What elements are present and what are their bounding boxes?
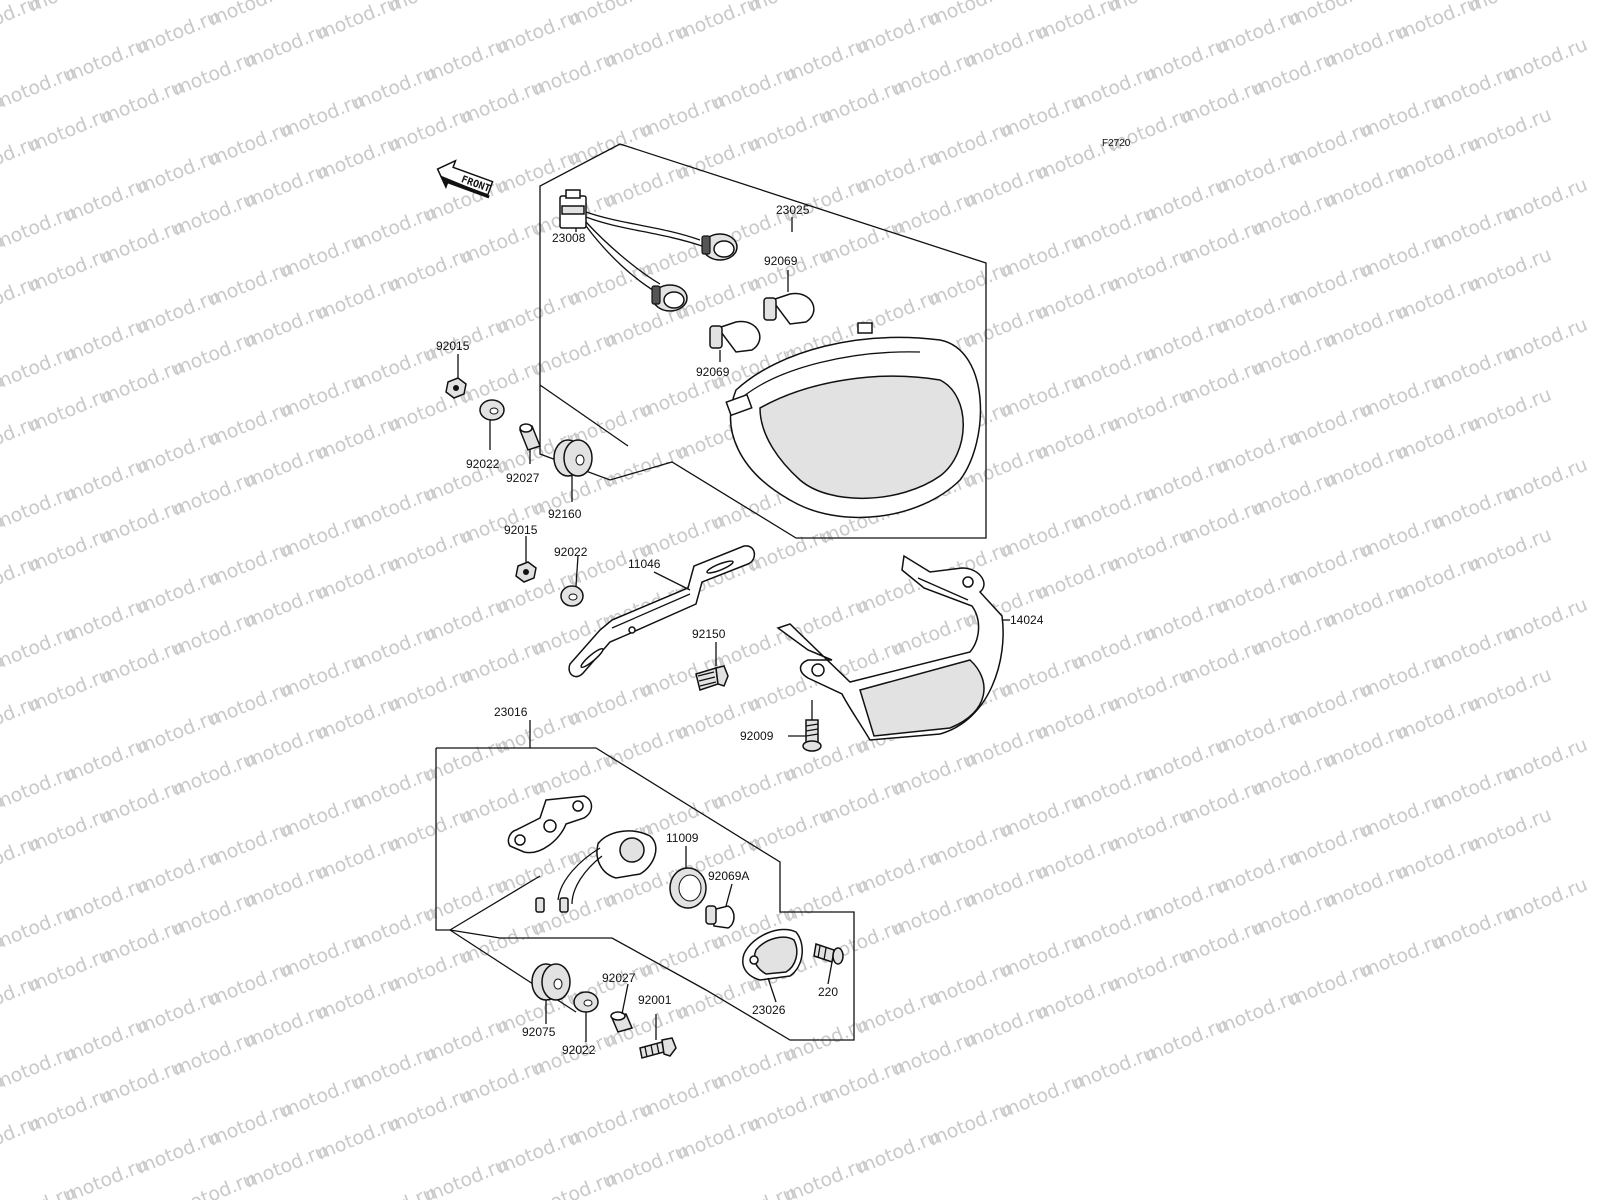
watermark-text: motod.ru [1502,594,1591,647]
diagram-code: F2720 [1102,138,1131,149]
watermark-text: motod.ru [1502,874,1591,927]
watermark-text: motod.ru [26,0,115,17]
bolt-92001 [639,1037,677,1059]
lamp-bracket [507,795,593,854]
front-arrow-icon: FRONT [436,159,494,199]
watermark-text: motod.ru [1502,454,1591,507]
label-92150: 92150 [692,627,726,641]
washer-92022-top [479,399,505,421]
watermark-text: motod.ru [278,0,367,3]
label-23008: 23008 [552,231,586,245]
grommet-92075 [531,963,571,1001]
label-92027-bottom: 92027 [602,971,636,985]
label-92022-top: 92022 [466,457,500,471]
label-92069-upper: 92069 [764,254,798,268]
label-23025: 23025 [776,203,810,217]
assembly-23025-outline [539,143,987,539]
watermark-text: motod.ru [1358,0,1447,3]
watermark-text: motod.ru [1502,174,1591,227]
label-92009: 92009 [740,729,774,743]
collar-92027-top [519,423,541,451]
label-92022-bottom: 92022 [562,1043,596,1057]
label-92015-mid: 92015 [504,523,538,537]
lamp-socket [535,830,657,913]
label-92015-top: 92015 [436,339,470,353]
label-14024: 14024 [1010,613,1044,627]
watermark-text: motod.ru [1466,244,1555,297]
label-23016: 23016 [494,705,528,719]
seal-11009 [669,867,707,909]
watermark-text: motod.ru [1466,104,1555,157]
watermark-text: motod.ru [1106,0,1195,17]
bolt-92150 [695,665,729,691]
watermark-text: motod.ru [746,0,835,17]
lamp-cover-23026 [742,928,803,981]
label-92027-top: 92027 [506,471,540,485]
bulb-92069A [705,905,735,929]
watermark-text: motod.ru [386,0,475,17]
label-92069-lower: 92069 [696,365,730,379]
watermark-text: motod.ru [566,0,655,31]
watermark-text: motod.ru [1502,734,1591,787]
nut-92015-top [445,377,467,399]
label-92160: 92160 [548,507,582,521]
bracket-11046 [568,545,756,678]
label-92022-mid: 92022 [554,545,588,559]
watermark-text: motod.ru [1286,0,1375,31]
label-11009: 11009 [666,831,699,845]
label-92001: 92001 [638,993,672,1007]
label-92075: 92075 [522,1025,556,1039]
label-220: 220 [818,985,838,999]
screw-92009 [802,719,822,752]
bulb-lower [709,320,761,353]
watermark-text: motod.ru [1466,524,1555,577]
watermark-text: motod.ru [206,0,295,31]
label-11046: 11046 [628,557,661,571]
watermark-text: motod.ru [1502,314,1591,367]
watermark-text: motod.ru [926,0,1015,31]
collar-92027-bottom [610,1011,634,1033]
leader-lines [457,217,1010,1042]
label-92069A: 92069A [708,869,749,883]
watermark-text: motod.ru [638,0,727,3]
washer-92022-mid [560,585,584,607]
part-labels: 23025 23008 92069 92069 92015 92022 9202… [436,203,1044,1057]
watermark-text: motod.ru [1466,804,1555,857]
grommet-92160 [553,439,593,477]
label-23026: 23026 [752,1003,786,1017]
watermark-text: motod.ru [1466,384,1555,437]
rear-cover-14024 [776,554,1004,741]
tail-lamp-lens [725,322,982,519]
watermark-text: motod.ru [998,0,1087,3]
nut-92015-mid [515,561,537,583]
watermark-text: motod.ru [1466,0,1555,17]
socket-harness [559,189,738,312]
washer-92022-bottom [573,991,599,1013]
bulb-upper [763,292,815,325]
watermark-text: motod.ru [1466,664,1555,717]
watermark-text: motod.ru [1502,34,1591,87]
